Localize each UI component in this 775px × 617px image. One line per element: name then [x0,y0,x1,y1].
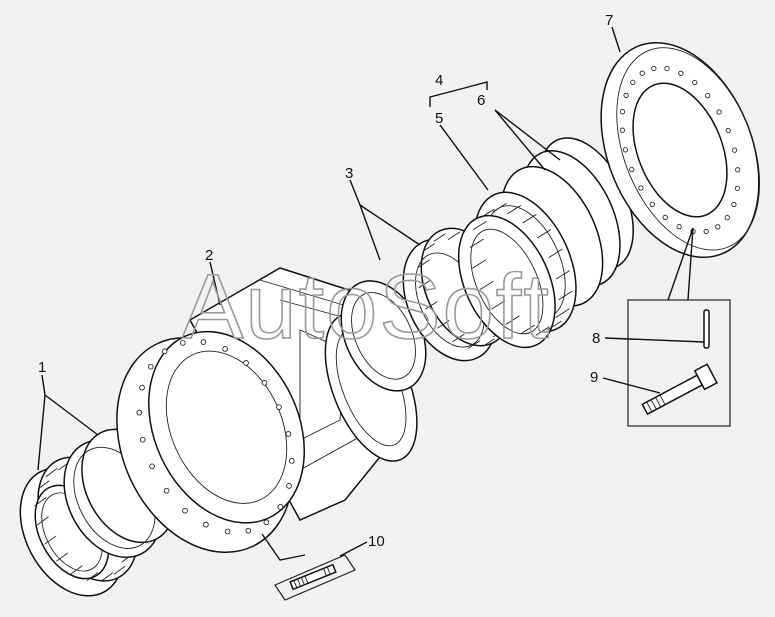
label-4: 4 [435,72,443,89]
label-9: 9 [590,369,598,386]
part-5-6-bearing-assembly [457,137,634,349]
detail-box-10 [274,554,356,601]
watermark: AutoSoft [182,256,551,358]
label-3: 3 [345,165,353,182]
detail-box-8-9 [627,299,731,427]
label-6: 6 [477,92,485,109]
leader-lines [37,26,705,561]
label-2: 2 [205,247,213,264]
part-7-disc [600,41,761,259]
part-labels: 1 2 3 4 5 6 7 8 9 10 [38,12,613,550]
label-7: 7 [605,12,613,29]
label-8: 8 [592,330,600,347]
label-5: 5 [435,110,443,127]
label-10: 10 [368,533,385,550]
label-1: 1 [38,359,46,376]
